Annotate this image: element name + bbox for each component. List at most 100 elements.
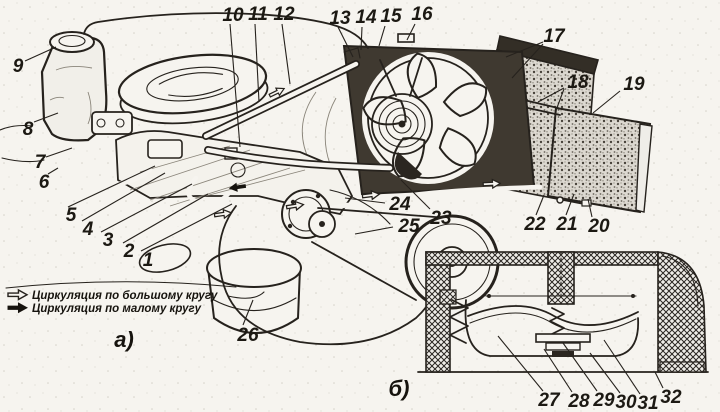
callout-29: 29 — [592, 390, 615, 411]
callout-22: 22 — [523, 214, 546, 235]
callout-25: 25 — [397, 216, 420, 237]
motor-cable — [394, 152, 422, 180]
shroud-bracket — [343, 47, 361, 59]
cap-diaphragm — [467, 305, 639, 326]
callout-28: 28 — [567, 391, 590, 412]
callout-11: 11 — [248, 4, 268, 25]
callout-13: 13 — [329, 8, 351, 29]
callout-19: 19 — [623, 74, 645, 95]
callout-lead-29 — [562, 342, 598, 392]
expansion-tank — [40, 31, 108, 142]
callout-lead-14 — [360, 26, 363, 51]
callout-lead-28 — [543, 348, 573, 393]
callout-lead-8 — [33, 112, 59, 123]
heater-feed-hose — [204, 146, 394, 172]
cap-top-wall — [425, 251, 659, 266]
callout-lead-5 — [67, 165, 156, 208]
legend-small-circuit: Циркуляция по малому кругу — [32, 303, 202, 315]
callout-2: 2 — [123, 241, 135, 262]
callout-18: 18 — [567, 72, 589, 93]
heater-pipes — [523, 99, 561, 116]
callout-3: 3 — [103, 230, 114, 251]
callout-lead-23 — [400, 179, 431, 210]
callout-lead-13 — [337, 26, 354, 58]
callout-lead-21 — [565, 193, 575, 216]
callout-lead-16 — [406, 23, 416, 41]
callout-lead-6 — [47, 167, 59, 175]
legend-large-circuit: Циркуляция по большому кругу — [32, 290, 218, 302]
callout-9: 9 — [13, 56, 24, 77]
callout-14: 14 — [355, 7, 377, 28]
callout-lead-15 — [378, 25, 386, 47]
callout-15: 15 — [380, 6, 402, 27]
callout-lead-32 — [654, 371, 664, 389]
callout-lead-31 — [603, 339, 641, 395]
overflow-hose — [83, 12, 369, 49]
callout-lead-1 — [140, 203, 233, 252]
valve-plate — [535, 333, 591, 343]
callout-lead-25 — [354, 226, 394, 235]
valve-seat — [545, 342, 581, 351]
callout-lead-3 — [100, 183, 193, 233]
callout-lead-11 — [254, 23, 260, 103]
upper-radiator-hose — [202, 60, 360, 140]
starter — [138, 243, 192, 273]
callout-lead-22 — [535, 194, 545, 216]
callout-6: 6 — [39, 172, 50, 193]
callout-5: 5 — [66, 205, 77, 226]
callout-17: 17 — [543, 26, 566, 47]
callout-4: 4 — [82, 219, 94, 240]
tank-cap — [49, 31, 95, 53]
panel-b-label: б) — [389, 376, 410, 401]
callout-lead-17 — [505, 41, 544, 58]
callout-lead-2 — [122, 193, 209, 244]
cap-step — [439, 289, 457, 305]
callout-32: 32 — [660, 387, 682, 408]
callout-31: 31 — [637, 393, 658, 412]
cap-inner-cup — [464, 299, 639, 357]
callout-lead-24 — [344, 197, 386, 204]
callout-7: 7 — [35, 152, 47, 173]
callout-10: 10 — [222, 5, 244, 26]
callout-lead-12 — [281, 23, 291, 85]
carburetor — [147, 139, 183, 159]
callout-lead-17 — [511, 43, 544, 79]
callout-24: 24 — [388, 194, 411, 215]
callout-lead-18 — [537, 87, 565, 103]
filler-cap — [397, 33, 415, 43]
callout-1: 1 — [143, 250, 154, 271]
outlet-fitting — [581, 199, 592, 207]
callout-30: 30 — [615, 392, 637, 412]
callout-lead-18 — [554, 88, 565, 114]
heater-radiator — [523, 99, 653, 214]
callout-23: 23 — [429, 208, 452, 229]
valve-spring — [549, 307, 565, 335]
master-cylinder — [91, 111, 133, 135]
drain-fitting — [556, 196, 564, 204]
water-pump — [281, 189, 336, 239]
cap-left-wall — [425, 251, 451, 373]
callout-lead-30 — [589, 352, 621, 394]
callout-21: 21 — [555, 214, 577, 235]
callout-8: 8 — [23, 119, 34, 140]
fan-shroud — [342, 33, 536, 196]
callout-lead-9 — [24, 46, 57, 62]
callout-lead-26 — [242, 299, 254, 326]
fan-motor-hub — [371, 57, 433, 180]
callout-12: 12 — [273, 4, 295, 25]
legend: Циркуляция по большому кругу Циркуляция … — [5, 281, 265, 315]
callout-lead-7 — [45, 147, 73, 158]
callout-lead-19 — [592, 90, 621, 114]
radiator-cap-section — [417, 251, 709, 373]
callout-20: 20 — [587, 216, 610, 237]
air-cleaner — [117, 53, 269, 125]
temp-sensor — [230, 162, 246, 178]
callout-lead-20 — [587, 198, 593, 218]
callout-lead-27 — [497, 335, 544, 392]
valve-disc — [552, 351, 574, 357]
callout-26: 26 — [236, 325, 259, 346]
callout-lead-4 — [81, 172, 166, 222]
